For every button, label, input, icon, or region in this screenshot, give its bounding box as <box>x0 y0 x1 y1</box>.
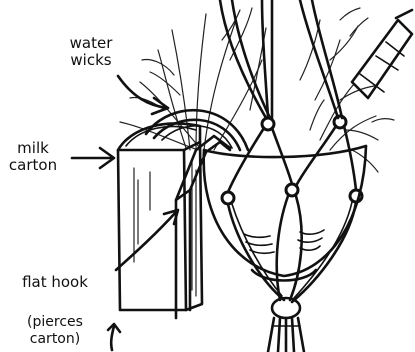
water-wicks-label: water wicks <box>46 35 136 69</box>
milk-carton-label-line2: carton <box>0 157 66 174</box>
milk-carton-label: milk carton <box>0 140 66 174</box>
water-wicks-label-line1: water <box>46 35 136 52</box>
water-wicks-label-line2: wicks <box>46 52 136 69</box>
flat-hook-arrow <box>116 210 178 270</box>
pierces-mark <box>108 324 120 350</box>
tassel <box>268 298 304 352</box>
water-wicks-arrow <box>118 76 168 114</box>
pierces-carton-label-line2: carton) <box>6 331 104 348</box>
pierces-carton-label: (pierces carton) <box>6 314 104 348</box>
pierces-carton-label-line1: (pierces <box>6 314 104 331</box>
milk-carton-label-line1: milk <box>0 140 66 157</box>
flat-hook-label-text: flat hook <box>6 274 104 291</box>
milk-carton-arrow <box>72 148 114 168</box>
flat-hook-label: flat hook <box>6 274 104 291</box>
